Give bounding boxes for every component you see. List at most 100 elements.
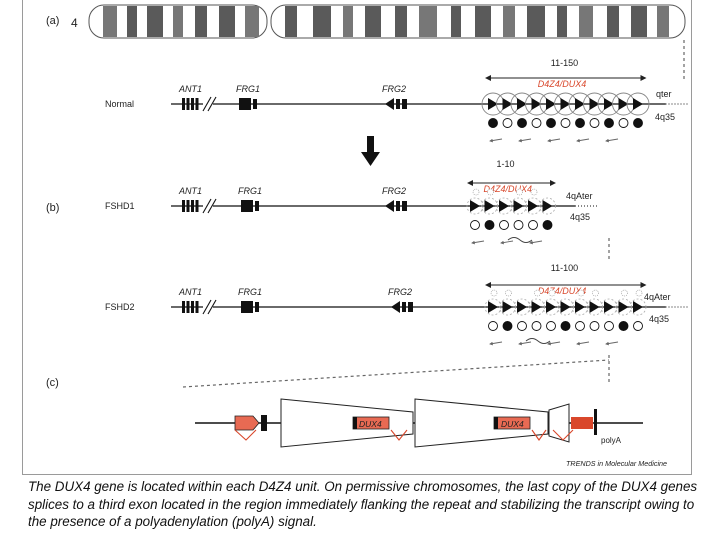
chromosome-band — [395, 6, 407, 37]
histone-mark — [472, 188, 480, 196]
histone-mark — [635, 289, 643, 297]
allele-label: 4qAter — [644, 292, 671, 302]
chromosome-band — [503, 6, 515, 37]
repeat-label: D4Z4/DUX4 — [538, 286, 587, 296]
methylation-circle — [589, 118, 600, 128]
exon-block — [353, 417, 357, 429]
exon-block — [186, 301, 190, 313]
dux4-label: DUX4 — [501, 419, 524, 429]
exon-block — [402, 201, 407, 211]
credit-text: TRENDS in Molecular Medicine — [566, 459, 667, 468]
chromosome-band — [365, 6, 381, 37]
row-name: FSHD2 — [105, 302, 135, 312]
open-chromatin — [495, 197, 513, 215]
panel-label-b: (b) — [46, 202, 59, 214]
exon-block — [186, 98, 190, 110]
d4z4-unit-triangle — [604, 98, 614, 110]
locus-label: 4q35 — [649, 314, 669, 324]
d4z4-unit-triangle — [488, 301, 498, 313]
d4z4-unit-triangle — [513, 200, 524, 212]
repeat-count-label: 11-150 — [551, 58, 578, 68]
d4z4-unit-triangle — [528, 200, 538, 212]
histone-mark — [487, 188, 494, 196]
gene-label: FRG1 — [236, 84, 260, 94]
d4z4-unit-triangle — [517, 301, 527, 313]
open-chromatin — [466, 197, 484, 215]
open-chromatin — [629, 298, 647, 316]
methylation-circle — [488, 118, 498, 128]
d4z4-unit-triangle — [484, 200, 495, 212]
exon-block — [195, 98, 199, 110]
open-chromatin — [499, 298, 516, 316]
methylation-circle — [513, 220, 524, 230]
chromosome-band — [451, 6, 461, 37]
panel-c-structure: DUX4 DUX4 polyA — [195, 398, 643, 448]
d4z4-unit-triangle — [517, 98, 527, 110]
methylation-circle — [575, 118, 585, 128]
chromosome-4-ideogram: 4 — [71, 4, 686, 39]
d4z4-unit-triangle — [542, 200, 553, 212]
gene-label: ANT1 — [178, 186, 202, 196]
d4z4-unit-triangle — [618, 98, 629, 110]
d4z4-unit-triangle — [633, 98, 643, 110]
methylation-circle — [484, 220, 495, 230]
methylation-circle — [618, 321, 629, 331]
centromere — [265, 5, 273, 38]
methylation-circle — [502, 118, 513, 128]
exon-block — [253, 99, 257, 109]
open-chromatin — [481, 197, 498, 215]
exon-block — [402, 302, 406, 312]
protein-arrow — [576, 341, 590, 346]
d4z4-unit-triangle — [546, 301, 556, 313]
break-mark — [207, 299, 217, 315]
gene-label: ANT1 — [178, 287, 202, 297]
methylation-circle — [517, 118, 527, 128]
panel-label-a: (a) — [46, 15, 59, 27]
transcript-squiggle — [507, 237, 533, 243]
chromosome-band — [195, 6, 207, 37]
d4z4-unit-triangle — [589, 98, 600, 110]
open-chromatin — [510, 197, 527, 215]
polya-site-marker — [594, 409, 597, 435]
locus-label: 4q35 — [655, 112, 675, 122]
gene-label: FRG2 — [388, 287, 412, 297]
dux4-exon-arrow — [234, 415, 260, 431]
open-chromatin — [542, 298, 560, 316]
gene-direction-arrow — [385, 200, 394, 212]
open-chromatin — [600, 298, 618, 316]
methylation-circle — [560, 118, 571, 128]
protein-arrow — [489, 341, 503, 346]
open-chromatin — [586, 298, 603, 316]
open-chromatin — [571, 298, 589, 316]
d4z4-unit-triangle — [470, 200, 480, 212]
open-chromatin — [513, 298, 531, 316]
chromosome-band — [607, 6, 619, 37]
methylation-circle — [618, 118, 629, 128]
exon-block — [396, 201, 400, 211]
d4z4-unit-triangle — [546, 98, 556, 110]
exon-block — [191, 301, 194, 313]
open-chromatin — [539, 197, 556, 215]
chromosome-band — [245, 6, 259, 37]
repeat-label: D4Z4/DUX4 — [484, 184, 533, 194]
methylation-circle — [546, 321, 556, 331]
d4z4-unit-triangle — [502, 301, 513, 313]
chromosome-band — [127, 6, 137, 37]
exon-block — [255, 302, 259, 312]
histone-mark — [548, 289, 556, 297]
protein-arrow — [518, 138, 532, 143]
protein-arrow — [547, 341, 561, 346]
chromosome-label: 4 — [71, 16, 78, 30]
figure-caption: The DUX4 gene is located within each D4Z… — [28, 479, 698, 529]
histone-mark — [577, 289, 585, 297]
methylation-circle — [604, 118, 614, 128]
d4z4-unit-triangle — [502, 98, 513, 110]
chromosome-band — [419, 6, 437, 37]
protein-arrow — [500, 240, 514, 245]
d4z4-unit-triangle — [488, 98, 498, 110]
chromosome-band — [343, 6, 353, 37]
splice-junction — [552, 429, 574, 441]
